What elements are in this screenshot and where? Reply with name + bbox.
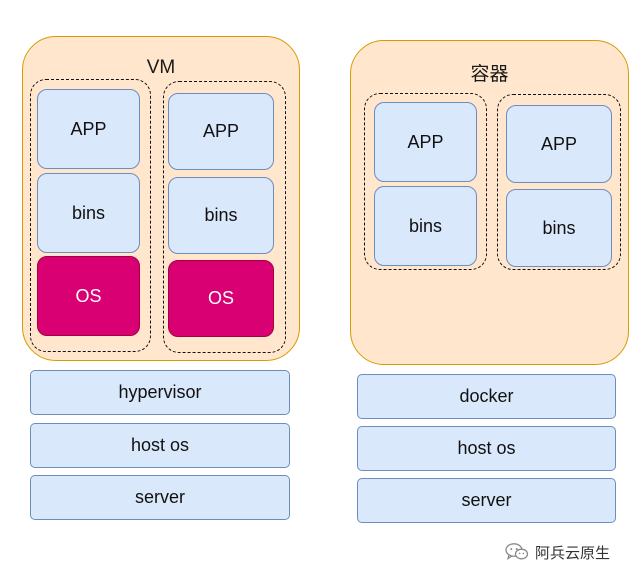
- container-stack-2-app: APP: [506, 105, 612, 183]
- vm-stack-1: [30, 79, 151, 352]
- container-layer-server: server: [357, 478, 616, 523]
- vm-layer-hypervisor: hypervisor: [30, 370, 290, 415]
- container-stack-2-bins: bins: [506, 189, 612, 267]
- vm-stack-1-bins: bins: [37, 173, 140, 253]
- vm-layer-server: server: [30, 475, 290, 520]
- wechat-icon: [505, 543, 529, 560]
- vm-stack-2-bins: bins: [168, 177, 274, 254]
- container-stack-2: [497, 94, 621, 270]
- vm-title: VM: [146, 57, 176, 78]
- vm-stack-1-os: OS: [37, 256, 140, 336]
- container-stack-1: [364, 93, 487, 270]
- vm-stack-1-app: APP: [37, 89, 140, 169]
- watermark: 阿兵云原生: [505, 540, 610, 564]
- vm-stack-2: [163, 81, 286, 353]
- container-stack-1-app: APP: [374, 102, 477, 182]
- vm-layer-host-os: host os: [30, 423, 290, 468]
- vm-stack-2-app: APP: [168, 93, 274, 170]
- container-stack-1-bins: bins: [374, 186, 477, 266]
- container-layer-docker: docker: [357, 374, 616, 419]
- container-title: 容器: [470, 64, 509, 85]
- container-layer-host-os: host os: [357, 426, 616, 471]
- vm-stack-2-os: OS: [168, 260, 274, 337]
- watermark-text: 阿兵云原生: [535, 544, 611, 562]
